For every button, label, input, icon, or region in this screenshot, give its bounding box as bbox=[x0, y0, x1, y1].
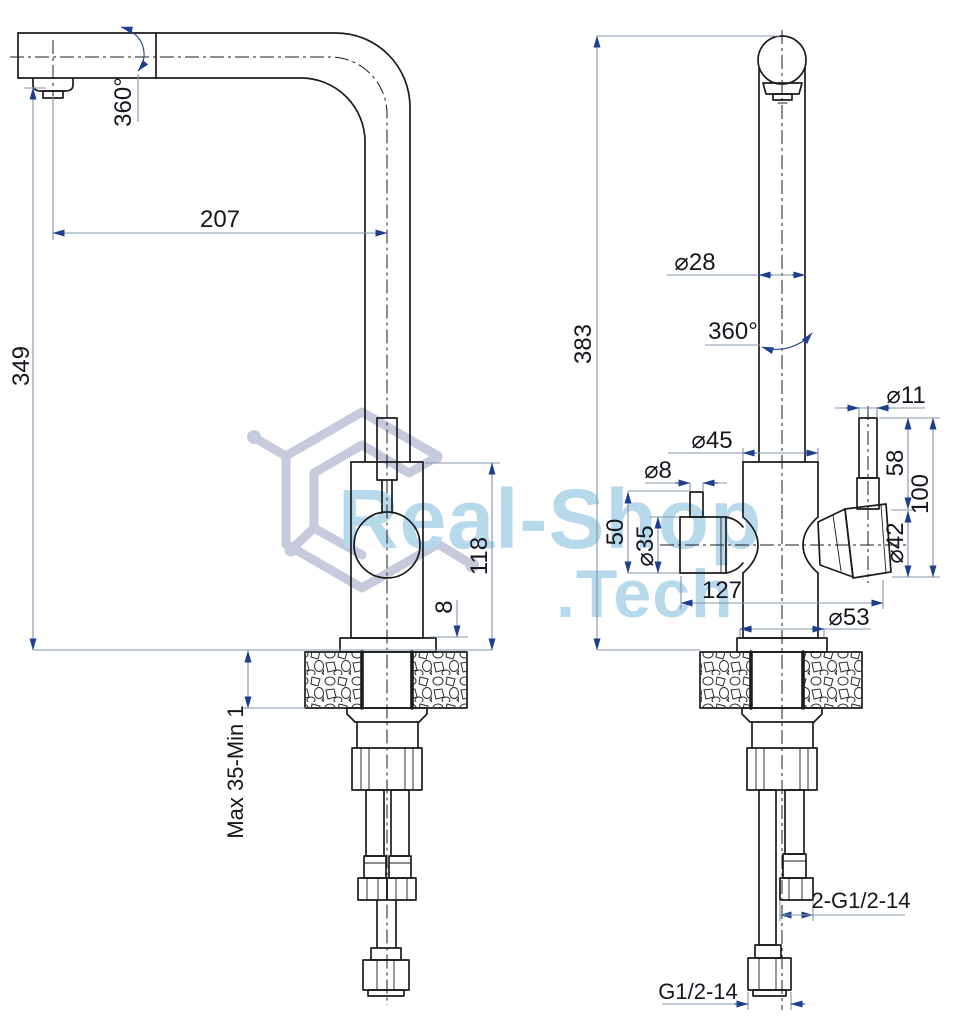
supply-hose bbox=[390, 789, 410, 857]
labels: 207 349 360° 118 8 Max 35-Min 1 383 ⌀28 … bbox=[8, 77, 934, 1004]
rotation-arc-front bbox=[761, 332, 813, 354]
label-body-height: 118 bbox=[466, 537, 493, 575]
pipe-nut-front bbox=[747, 957, 792, 991]
hose-nut bbox=[386, 877, 417, 901]
mounting-hardware-front bbox=[741, 707, 823, 997]
pipe-nut bbox=[362, 959, 410, 991]
label-base-diameter: ⌀53 bbox=[828, 604, 869, 631]
rotation-arc-side bbox=[120, 26, 149, 72]
base-front bbox=[699, 637, 863, 710]
label-lever-diameter: ⌀11 bbox=[886, 382, 925, 409]
label-outlet-diameter: ⌀35 bbox=[632, 525, 659, 566]
label-overall-width: 127 bbox=[702, 577, 742, 604]
hose-nut-front bbox=[779, 877, 814, 901]
label-column-diameter: ⌀28 bbox=[674, 249, 715, 276]
handle bbox=[817, 417, 892, 579]
aerator-side bbox=[32, 40, 74, 104]
label-handle-diameter: ⌀42 bbox=[882, 522, 909, 563]
label-mounting-range: Max 35-Min 1 bbox=[223, 705, 248, 838]
center-pipe-front bbox=[758, 789, 777, 946]
label-total-height: 383 bbox=[570, 324, 597, 364]
watermark-logo-nodes bbox=[247, 430, 479, 572]
handle-base bbox=[844, 503, 892, 579]
label-stub-diameter: ⌀8 bbox=[644, 457, 672, 484]
watermark-brand: Real-Shop bbox=[338, 472, 762, 566]
front-view bbox=[679, 35, 892, 997]
label-spout-height: 349 bbox=[8, 346, 35, 386]
mounting-hardware-side bbox=[346, 707, 428, 997]
label-rotation-side: 360° bbox=[110, 77, 137, 127]
watermark: Real-Shop .Tech bbox=[247, 407, 762, 632]
countertop-side bbox=[304, 650, 468, 710]
label-pipe-thread: G1/2-14 bbox=[658, 979, 738, 1004]
watermark-tld: .Tech bbox=[556, 556, 734, 632]
centerlines bbox=[10, 30, 908, 1010]
spout-side bbox=[17, 32, 411, 463]
side-view bbox=[17, 32, 468, 997]
label-flange-height: 8 bbox=[431, 600, 458, 613]
hose-nut bbox=[357, 877, 388, 901]
label-body-diameter: ⌀45 bbox=[691, 427, 732, 454]
outlet-stub bbox=[689, 491, 704, 518]
center-pipe-side bbox=[376, 899, 397, 949]
dimensions bbox=[24, 26, 940, 1010]
supply-hose-front bbox=[784, 789, 805, 855]
label-outlet-height: 50 bbox=[602, 519, 629, 546]
label-handle-height: 100 bbox=[907, 474, 934, 514]
label-rotation-front: 360° bbox=[708, 318, 758, 345]
supply-hose bbox=[365, 789, 385, 857]
label-spout-reach: 207 bbox=[200, 206, 240, 233]
label-lever-length: 58 bbox=[882, 450, 909, 477]
label-hose-thread: 2-G1/2-14 bbox=[811, 888, 910, 913]
